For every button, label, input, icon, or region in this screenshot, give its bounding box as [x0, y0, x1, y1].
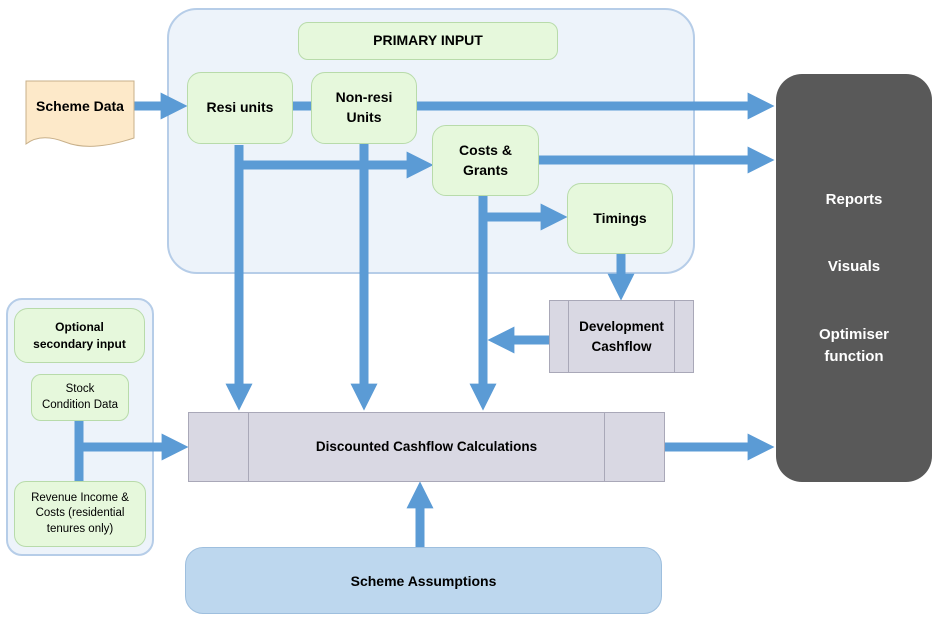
resi-units-box: Resi units	[187, 72, 293, 144]
stock-condition-box: Stock Condition Data	[31, 374, 129, 421]
primary-input-label: PRIMARY INPUT	[373, 32, 483, 49]
nonresi-units-line1: Non-resi	[335, 89, 393, 106]
costs-grants-line2: Grants	[462, 161, 509, 178]
outputs-box: Reports Visuals Optimiser function	[776, 74, 932, 482]
timings-label: Timings	[593, 209, 647, 226]
resi-units-label: Resi units	[206, 99, 274, 116]
costs-grants-box: Costs & Grants	[432, 125, 539, 196]
development-cashflow-box: Development Cashflow	[549, 300, 694, 373]
timings-box: Timings	[567, 183, 673, 254]
revenue-line3: tenures only)	[46, 522, 114, 535]
revenue-income-box: Revenue Income & Costs (residential tenu…	[14, 481, 146, 547]
stock-condition-line2: Condition Data	[41, 398, 119, 411]
optional-line2: secondary input	[33, 336, 126, 351]
development-cashflow-line1: Development	[579, 318, 664, 334]
stock-condition-line1: Stock	[65, 382, 95, 395]
discounted-cashflow-label: Discounted Cashflow Calculations	[315, 439, 538, 455]
scheme-data-label: Scheme Data	[36, 98, 124, 114]
revenue-line1: Revenue Income &	[31, 491, 129, 504]
optimiser-line2: function	[824, 347, 884, 365]
development-cashflow-line2: Cashflow	[591, 338, 652, 354]
revenue-line2: Costs (residential	[35, 507, 125, 520]
scheme-assumptions-box: Scheme Assumptions	[185, 547, 662, 614]
reports-label: Reports	[825, 190, 883, 208]
discounted-cashflow-box: Discounted Cashflow Calculations	[188, 412, 665, 482]
optional-secondary-input-header: Optional secondary input	[14, 308, 145, 363]
optional-line1: Optional	[55, 320, 104, 335]
scheme-data-document: Scheme Data	[25, 80, 135, 152]
nonresi-units-line2: Units	[346, 109, 382, 125]
scheme-assumptions-label: Scheme Assumptions	[350, 572, 497, 589]
nonresi-units-box: Non-resi Units	[311, 72, 417, 144]
primary-input-header: PRIMARY INPUT	[298, 22, 558, 60]
optimiser-line1: Optimiser	[818, 326, 890, 343]
costs-grants-line1: Costs &	[459, 141, 512, 158]
visuals-label: Visuals	[827, 258, 881, 276]
